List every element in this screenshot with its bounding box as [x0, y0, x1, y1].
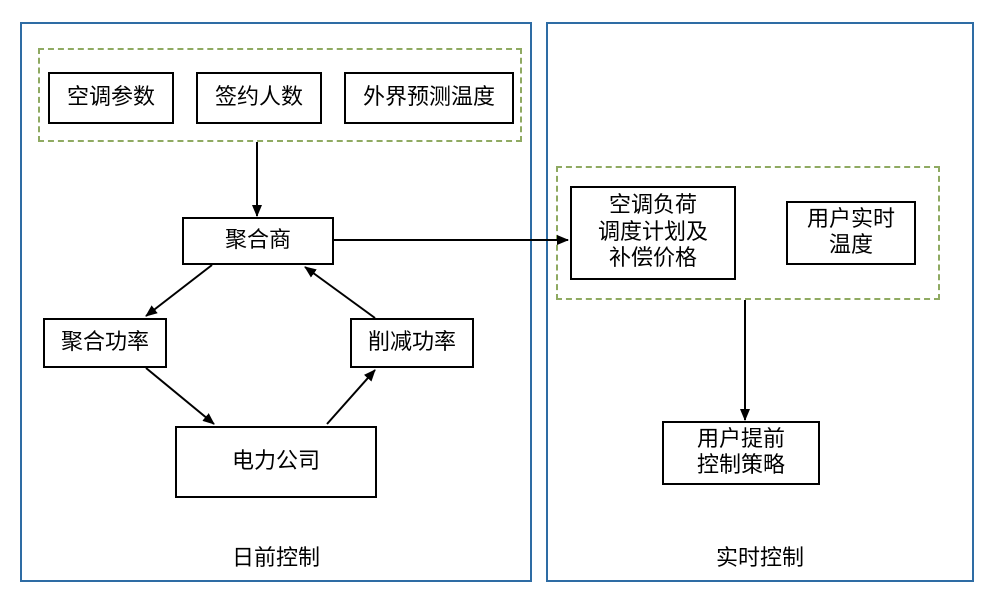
arrow-aggregator-to-aggregate-power: [145, 264, 213, 317]
arrow-reduce-power-to-aggregator: [304, 266, 376, 319]
user-realtime-temperature-box: 用户实时 温度: [786, 201, 916, 265]
user-advance-strategy-box: 用户提前 控制策略: [662, 421, 820, 485]
arrow-utility-to-reduce-power: [326, 369, 376, 425]
signed-users-box: 签约人数: [196, 72, 322, 124]
aggregator-box: 聚合商: [182, 217, 334, 265]
ac-parameters-box: 空调参数: [48, 72, 174, 124]
reduce-power-box: 削减功率: [350, 318, 474, 368]
real-time-panel: [546, 22, 974, 582]
ac-schedule-compensation-box: 空调负荷 调度计划及 补偿价格: [570, 186, 736, 280]
day-ahead-title: 日前控制: [231, 546, 320, 571]
forecast-temperature-box: 外界预测温度: [344, 72, 514, 124]
aggregate-power-box: 聚合功率: [43, 318, 167, 368]
real-time-info-group: [556, 166, 940, 300]
input-parameters-group: [38, 48, 522, 142]
power-company-box: 电力公司: [175, 426, 377, 498]
arrow-aggregate-power-to-utility: [145, 367, 215, 425]
day-ahead-panel: [20, 22, 532, 582]
real-time-title: 实时控制: [715, 546, 804, 571]
